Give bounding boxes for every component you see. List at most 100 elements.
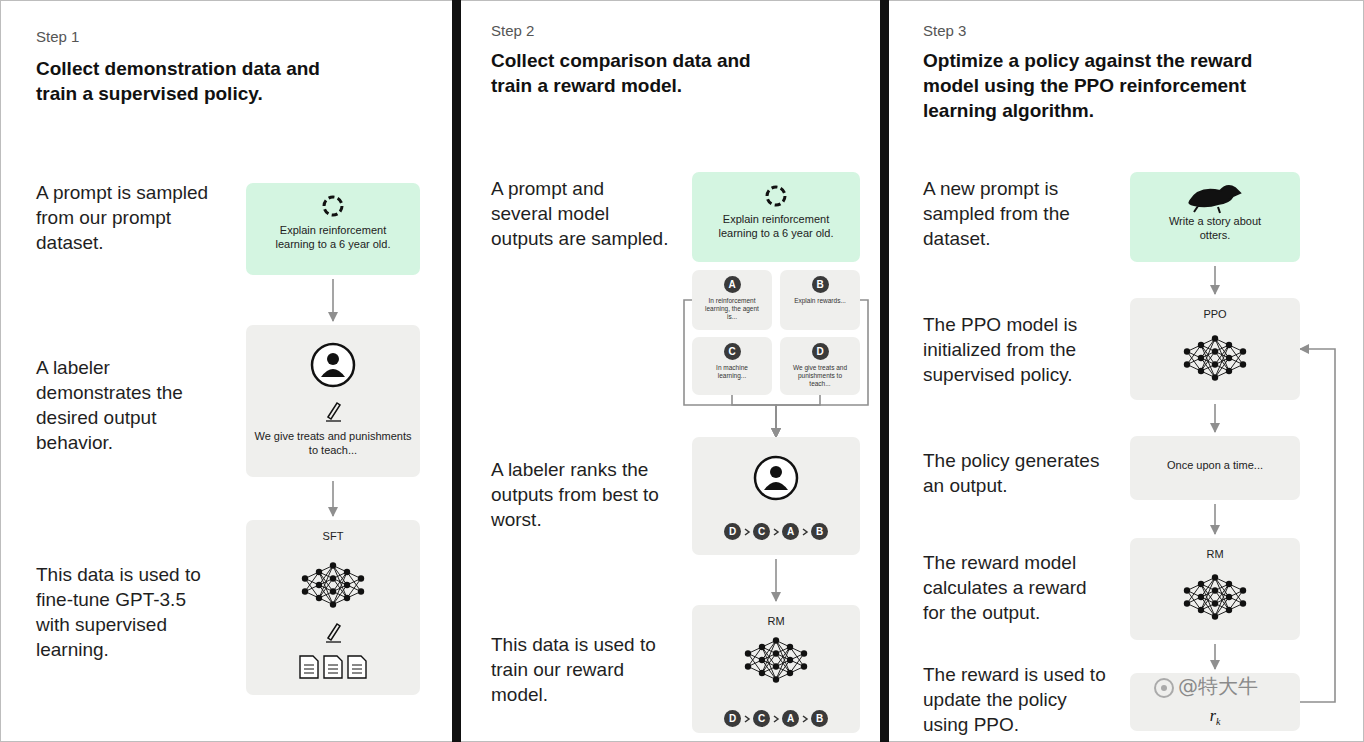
network-link — [333, 585, 347, 592]
network-unit — [759, 644, 765, 650]
network-link — [319, 585, 333, 605]
rank-chevron — [772, 527, 780, 537]
labeler-icon — [312, 344, 354, 386]
network-unit — [358, 588, 364, 594]
network-unit — [1240, 361, 1246, 367]
network-link — [333, 572, 347, 592]
network-unit — [1226, 342, 1232, 348]
network-link — [1229, 597, 1243, 604]
network-unit — [745, 663, 751, 669]
rank-letter: D — [724, 523, 741, 540]
connector-arrow — [732, 395, 776, 437]
chevron-stroke — [774, 716, 778, 722]
network-link — [776, 647, 790, 680]
network-link — [1215, 591, 1229, 598]
network-link — [1229, 591, 1243, 611]
network-link — [762, 647, 776, 654]
network-link — [1201, 345, 1215, 378]
document-line — [352, 669, 362, 670]
document-outline — [348, 656, 366, 678]
step-description: The policy generates an output. — [923, 448, 1113, 498]
network-link — [347, 585, 361, 592]
network-link — [762, 660, 776, 667]
connector-arrow — [776, 395, 820, 437]
network-unit — [1212, 361, 1218, 367]
network-link — [1201, 352, 1215, 372]
network-link — [1187, 584, 1201, 591]
step-description: This data is used to train our reward mo… — [491, 632, 669, 707]
model-name: RM — [1206, 548, 1223, 560]
network-link — [1201, 358, 1215, 365]
prompt-box: Write a story about otters. — [1130, 172, 1300, 262]
network-unit — [1212, 348, 1218, 354]
step-title: Collect comparison data and train a rewa… — [491, 48, 791, 98]
network-unit — [1226, 355, 1232, 361]
network-link — [1187, 584, 1201, 604]
network-link — [333, 592, 347, 599]
network-unit — [302, 575, 308, 581]
network-link — [1201, 339, 1215, 359]
rank-chevron — [801, 714, 809, 724]
network-unit — [1212, 335, 1218, 341]
network-unit — [1212, 574, 1218, 580]
network-link — [1215, 584, 1229, 617]
network-unit — [1198, 342, 1204, 348]
network-link — [1187, 591, 1201, 598]
network-link — [1201, 578, 1215, 611]
network-unit — [344, 595, 350, 601]
network-unit — [1198, 355, 1204, 361]
network-link — [347, 572, 361, 592]
document-icons — [300, 656, 366, 678]
network-link — [776, 647, 790, 667]
rank-letter: A — [782, 710, 799, 727]
model-name: RM — [767, 615, 784, 627]
network-link — [1201, 345, 1215, 352]
output-letter: D — [812, 343, 829, 360]
network-unit — [330, 562, 336, 568]
network-link — [1201, 365, 1215, 372]
network-link — [748, 667, 762, 674]
rank-letter: C — [753, 710, 770, 727]
network-unit — [1198, 594, 1204, 600]
step-title: Optimize a policy against the reward mod… — [923, 48, 1283, 123]
watermark-icon — [1155, 679, 1173, 697]
network-link — [305, 572, 319, 592]
network-unit — [1240, 348, 1246, 354]
network-link — [1215, 345, 1229, 365]
network-link — [1215, 339, 1229, 359]
connector-arrow — [1214, 504, 1216, 534]
network-unit — [1198, 368, 1204, 374]
otter-icon — [1190, 186, 1241, 213]
output-box: BExplain rewards... — [780, 270, 860, 330]
network-link — [1187, 597, 1201, 604]
step-label: Step 2 — [491, 22, 691, 39]
network-link — [1201, 610, 1215, 617]
network-unit — [330, 588, 336, 594]
output-letter: A — [724, 276, 741, 293]
network-link — [1215, 371, 1229, 378]
network-link — [1201, 584, 1215, 604]
network-unit — [1212, 600, 1218, 606]
prompt-text: Explain reinforcement learning to a 6 ye… — [706, 212, 846, 240]
network-link — [333, 566, 347, 599]
panel-divider — [880, 0, 889, 742]
network-unit — [1212, 587, 1218, 593]
network-link — [1229, 584, 1243, 604]
network-unit — [1226, 368, 1232, 374]
rank-chevron — [743, 714, 751, 724]
network-link — [776, 647, 790, 654]
network-unit — [302, 588, 308, 594]
ranking-row: DCAB — [724, 523, 828, 540]
network-link — [748, 660, 762, 667]
document-line — [328, 665, 338, 666]
network-unit — [344, 569, 350, 575]
network-link — [305, 572, 319, 579]
connector-arrow — [1214, 644, 1216, 669]
prompt-box: Explain reinforcement learning to a 6 ye… — [246, 183, 420, 275]
output-text: In machine learning... — [702, 364, 762, 380]
ranking-box: DCAB — [692, 437, 860, 555]
network-link — [762, 641, 776, 674]
network-unit — [745, 650, 751, 656]
chevron-stroke — [745, 529, 749, 535]
